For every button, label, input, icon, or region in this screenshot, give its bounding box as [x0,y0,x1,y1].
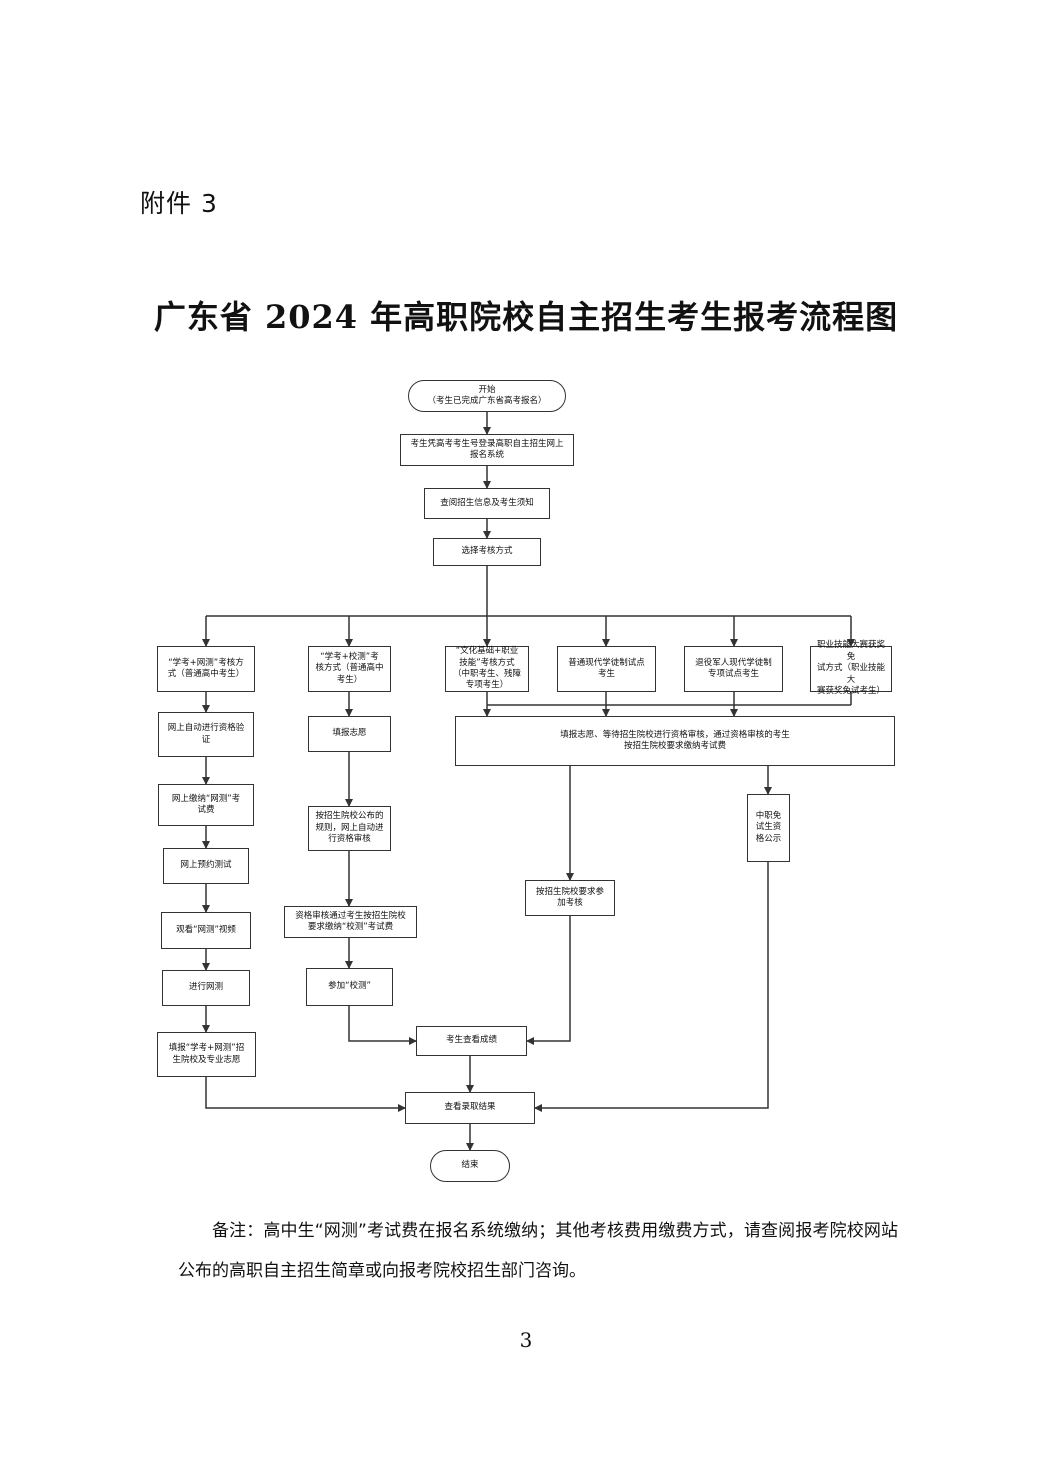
footnote: 备注：高中生“网测”考试费在报名系统缴纳；其他考核费用缴费方式，请查阅报考院校网… [178,1221,898,1281]
page-title: 广东省 2024 年高职院校自主招生考生报考流程图 [153,298,899,336]
branch-skill-contest-exempt: 职业技能大赛获奖免 试方式（职业技能大 赛获奖免试考生） [810,640,892,696]
b1-qualification-check: 网上自动进行资格验 证 [158,712,254,757]
view-score-step: 考生查看成绩 [416,1026,527,1056]
b2-pay-fee: 资格审核通过考生按招生院校 要求缴纳“校测”考试费 [284,906,417,938]
end-node: 结束 [430,1150,510,1182]
b2-fill-preferences: 填报志愿 [308,716,391,752]
attend-assessment-step: 按招生院校要求参 加考核 [525,880,615,916]
exempt-publicity-step: 中职免 试生资 格公示 [747,794,790,862]
b1-book-test: 网上预约测试 [163,848,249,884]
view-admission-result-step: 查看录取结果 [405,1092,535,1124]
b1-watch-video: 观看“网测”视频 [161,912,251,949]
b1-fill-preferences: 填报“学考+网测”招 生院校及专业志愿 [157,1032,256,1077]
b2-qualification-review: 按招生院校公布的 规则，网上自动进 行资格审核 [308,806,391,851]
start-node: 开始 （考生已完成广东省高考报名） [408,380,566,412]
page-number: 3 [519,1328,533,1352]
b1-take-test: 进行网测 [162,970,250,1006]
login-step: 考生凭高考考生号登录高职自主招生网上 报名系统 [400,434,574,466]
merged-review-step: 填报志愿、等待招生院校进行资格审核，通过资格审核的考生 按招生院校要求缴纳考试费 [455,716,895,766]
branch-apprenticeship: 普通现代学徒制试点 考生 [557,646,656,692]
b1-pay-fee: 网上缴纳“网测”考 试费 [158,784,254,826]
branch-xuekao-xiaoce: “学考+校测”考 核方式（普通高中 考生） [308,646,391,692]
branch-xuekao-wangce: “学考+网测”考核方 式（普通高中考生） [157,646,255,692]
choose-method-step: 选择考核方式 [433,538,541,566]
branch-veteran-apprenticeship: 退役军人现代学徒制 专项试点考生 [684,646,783,692]
b2-attend-school-test: 参加“校测” [306,968,393,1006]
attachment-label: 附件 3 [140,189,218,218]
read-info-step: 查阅招生信息及考生须知 [424,488,550,519]
branch-culture-skill: “文化基础+职业 技能”考核方式 （中职考生、残障 专项考生） [445,646,529,692]
